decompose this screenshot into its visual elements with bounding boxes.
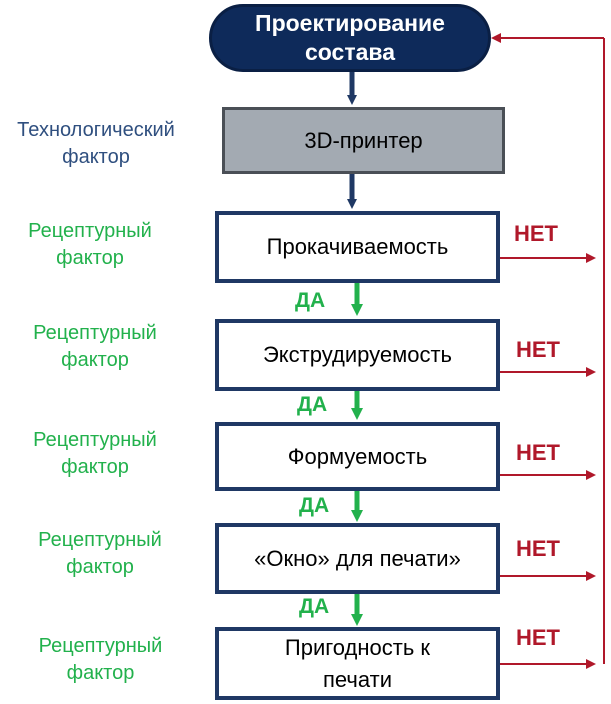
printer-label: 3D-принтер [304,127,423,153]
factor-technological: Технологический фактор [17,119,175,168]
factor-recipe-3: Рецептурный фактор [33,429,157,478]
step-printability: Пригодность к печати [215,627,500,700]
no-label-4: НЕТ [516,536,560,561]
step-extrudability: Экструдируемость [215,319,500,391]
step-formability: Формуемость [215,422,500,491]
factor-recipe-2: Рецептурный фактор [33,322,157,371]
yes-label-3: ДА [299,494,330,517]
yes-label-1: ДА [295,289,326,312]
factor-recipe-4: Рецептурный фактор [38,529,162,578]
step-label: «Окно» для печати» [254,545,461,571]
step-label: Прокачиваемость [266,234,449,259]
step-label: Экструдируемость [262,342,453,367]
no-label-5: НЕТ [516,625,560,650]
step-pumpability: Прокачиваемость [215,211,500,283]
printer-node: 3D-принтер [222,107,505,174]
no-label-2: НЕТ [516,337,560,362]
no-label-1: НЕТ [514,221,558,246]
factor-recipe-1: Рецептурный фактор [28,220,152,269]
yes-label-2: ДА [297,393,328,416]
yes-label-4: ДА [299,595,330,618]
no-label-3: НЕТ [516,440,560,465]
start-node: Проектирование состава [209,4,491,72]
step-print-window: «Окно» для печати» [215,523,500,594]
step-label: Формуемость [287,443,428,469]
factor-recipe-5: Рецептурный фактор [38,635,163,684]
start-label: Проектирование состава [255,10,445,65]
step-label: Пригодность к печати [284,634,431,692]
